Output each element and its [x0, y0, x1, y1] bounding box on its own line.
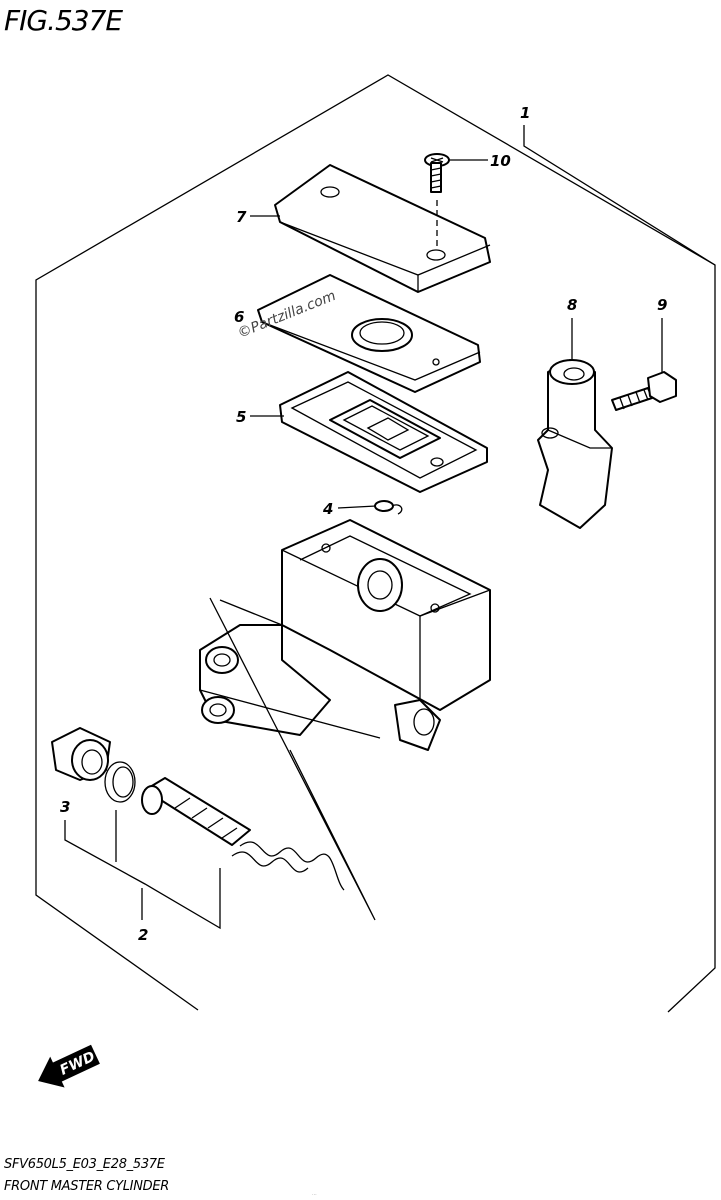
figure-title: FIG.537E [4, 4, 123, 37]
leader-body [209, 597, 376, 921]
small-clip[interactable] [374, 500, 403, 515]
footer-small-print: ... [312, 1191, 317, 1197]
leader-1 [523, 125, 716, 266]
figure-name: FRONT MASTER CYLINDER [4, 1179, 169, 1194]
callout-6: 6 [234, 308, 244, 326]
reservoir-cap[interactable] [274, 164, 491, 293]
callout-4: 4 [322, 500, 333, 518]
lever-bracket[interactable] [537, 359, 613, 529]
figure-code: SFV650L5_E03_E28_537E [4, 1157, 166, 1172]
master-cylinder-body[interactable] [199, 519, 491, 751]
callout-9: 9 [657, 296, 667, 314]
piston-kit[interactable] [104, 761, 345, 891]
diaphragm[interactable] [279, 371, 488, 493]
callout-8: 8 [567, 296, 577, 314]
callout-3: 3 [60, 798, 70, 816]
piston-boot[interactable] [51, 727, 111, 781]
callout-5: 5 [236, 408, 246, 426]
assembly-outline [35, 74, 716, 1013]
cap-screw[interactable] [424, 153, 450, 250]
fwd-arrow: FWD [38, 1044, 100, 1088]
bracket-bolt[interactable] [611, 371, 677, 411]
leader-4 [337, 505, 377, 509]
callout-1: 1 [520, 104, 530, 122]
callout-10: 10 [490, 152, 511, 170]
callout-7: 7 [236, 208, 247, 226]
callout-2: 2 [138, 926, 148, 944]
leader-2 [64, 810, 221, 930]
diaphragm-plate[interactable] [257, 274, 481, 393]
